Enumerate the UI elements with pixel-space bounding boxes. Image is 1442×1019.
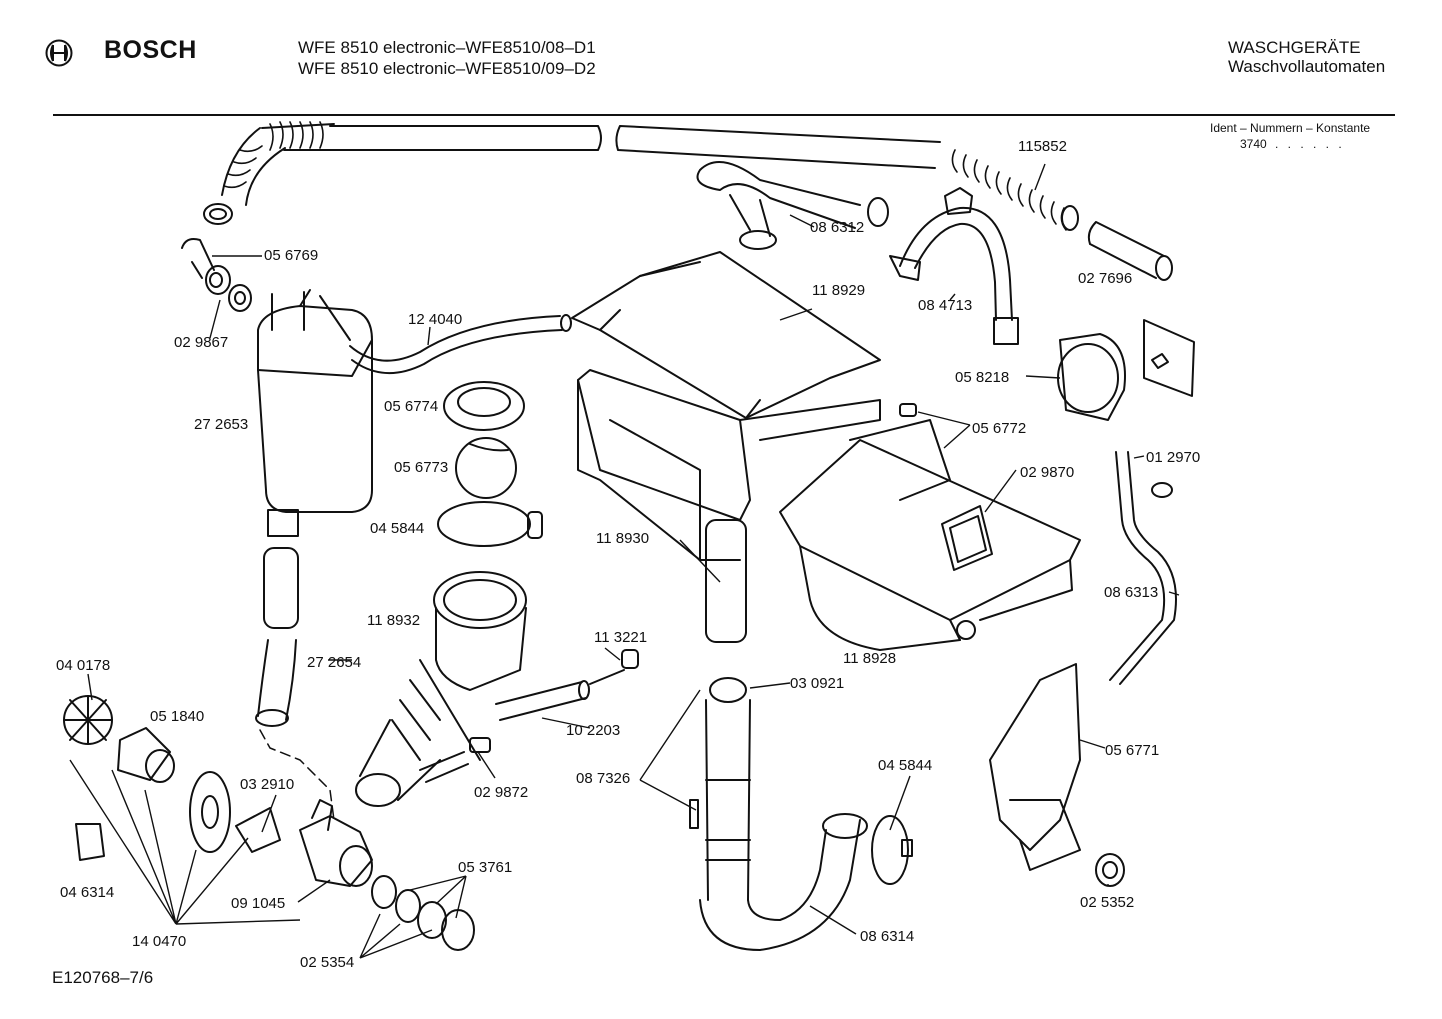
part-label-030921: 03 0921 [790, 675, 845, 692]
part-label-113221: 11 3221 [594, 629, 648, 646]
part-label-046314: 04 6314 [60, 884, 115, 901]
drawing-code: E120768–7/6 [52, 968, 154, 987]
part-label-045844-b: 04 5844 [878, 757, 933, 774]
part-label-025352: 02 5352 [1080, 894, 1135, 911]
part-label-086313: 08 6313 [1104, 584, 1159, 601]
part-label-087326: 08 7326 [576, 770, 631, 787]
part-label-029867: 02 9867 [174, 334, 229, 351]
part-label-118928: 11 8928 [843, 650, 897, 667]
part-label-118932: 11 8932 [367, 612, 421, 629]
part-label-056774: 05 6774 [384, 398, 439, 415]
part-label-140470: 14 0470 [132, 933, 187, 950]
part-label-115852: 115852 [1018, 138, 1067, 155]
part-label-124040: 12 4040 [408, 311, 463, 328]
part-label-029870: 02 9870 [1020, 464, 1075, 481]
part-label-051840: 05 1840 [150, 708, 205, 725]
part-label-040178: 04 0178 [56, 657, 111, 674]
part-label-029872: 02 9872 [474, 784, 529, 801]
part-label-027696: 02 7696 [1078, 270, 1133, 287]
part-label-272654: 27 2654 [307, 654, 362, 671]
ident-label: Ident – Nummern – Konstante [1210, 121, 1371, 135]
part-label-025354: 02 5354 [300, 954, 355, 971]
part-label-045844-a: 04 5844 [370, 520, 425, 537]
part-label-084713: 08 4713 [918, 297, 973, 314]
brand-name: BOSCH [104, 36, 197, 64]
part-label-053761: 05 3761 [458, 859, 513, 876]
ident-dots: . . . . . . [1275, 137, 1345, 151]
model-line-2: WFE 8510 electronic–WFE8510/09–D2 [298, 59, 596, 78]
part-label-118929: 11 8929 [812, 282, 866, 299]
category-line-1: WASCHGERÄTE [1228, 38, 1361, 57]
part-label-272653: 27 2653 [194, 416, 249, 433]
category-line-2: Waschvollautomaten [1228, 57, 1386, 76]
drain-pump-group-drawing [63, 695, 475, 951]
part-label-086314: 08 6314 [860, 928, 915, 945]
part-label-056769: 05 6769 [264, 247, 319, 264]
part-label-118930: 11 8930 [596, 530, 650, 547]
drain-hose-drawing [203, 121, 1079, 231]
part-label-056773: 05 6773 [394, 459, 449, 476]
part-label-102203: 10 2203 [566, 722, 621, 739]
part-label-086312: 08 6312 [810, 219, 865, 236]
part-label-032910: 03 2910 [240, 776, 295, 793]
part-label-091045: 09 1045 [231, 895, 286, 912]
ident-value: 3740 [1240, 137, 1267, 151]
bosch-logo-icon [45, 39, 73, 67]
model-line-1: WFE 8510 electronic–WFE8510/08–D1 [298, 38, 596, 57]
part-label-056772: 05 6772 [972, 420, 1027, 437]
header-divider [53, 114, 1395, 116]
part-label-056771: 05 6771 [1105, 742, 1160, 759]
part-label-058218: 05 8218 [955, 369, 1010, 386]
part-label-012970: 01 2970 [1146, 449, 1201, 466]
